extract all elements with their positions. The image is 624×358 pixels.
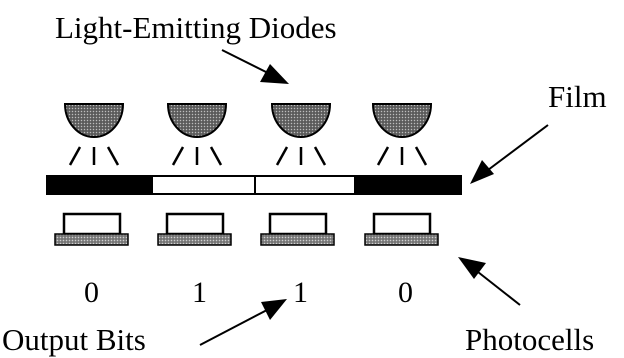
bit-3: 1	[293, 276, 308, 309]
output-bits-arrow	[199, 299, 287, 346]
photocell-3	[260, 212, 335, 246]
photocell-2	[157, 212, 232, 246]
film-frame-4	[355, 175, 462, 195]
led-2	[166, 103, 228, 138]
light-rays	[68, 146, 428, 166]
photocell-1	[54, 212, 129, 246]
film-frame-3	[254, 175, 356, 195]
film-frame-2	[151, 175, 256, 195]
film-strip	[46, 175, 462, 195]
led-4	[371, 103, 433, 138]
output-bits-label: Output Bits	[2, 322, 146, 357]
photocells-arrow	[458, 257, 521, 306]
film-label: Film	[548, 79, 607, 114]
bit-1: 0	[84, 276, 99, 309]
bit-2: 1	[192, 276, 207, 309]
bit-4: 0	[398, 276, 413, 309]
led-1	[63, 103, 125, 138]
photocell-4	[364, 212, 439, 246]
photocells-label: Photocells	[465, 322, 594, 357]
led-3	[270, 103, 332, 138]
film-frame-1	[46, 175, 152, 195]
film-arrow	[470, 124, 549, 184]
diodes-arrow	[221, 49, 289, 84]
diodes-label: Light-Emitting Diodes	[55, 10, 337, 45]
